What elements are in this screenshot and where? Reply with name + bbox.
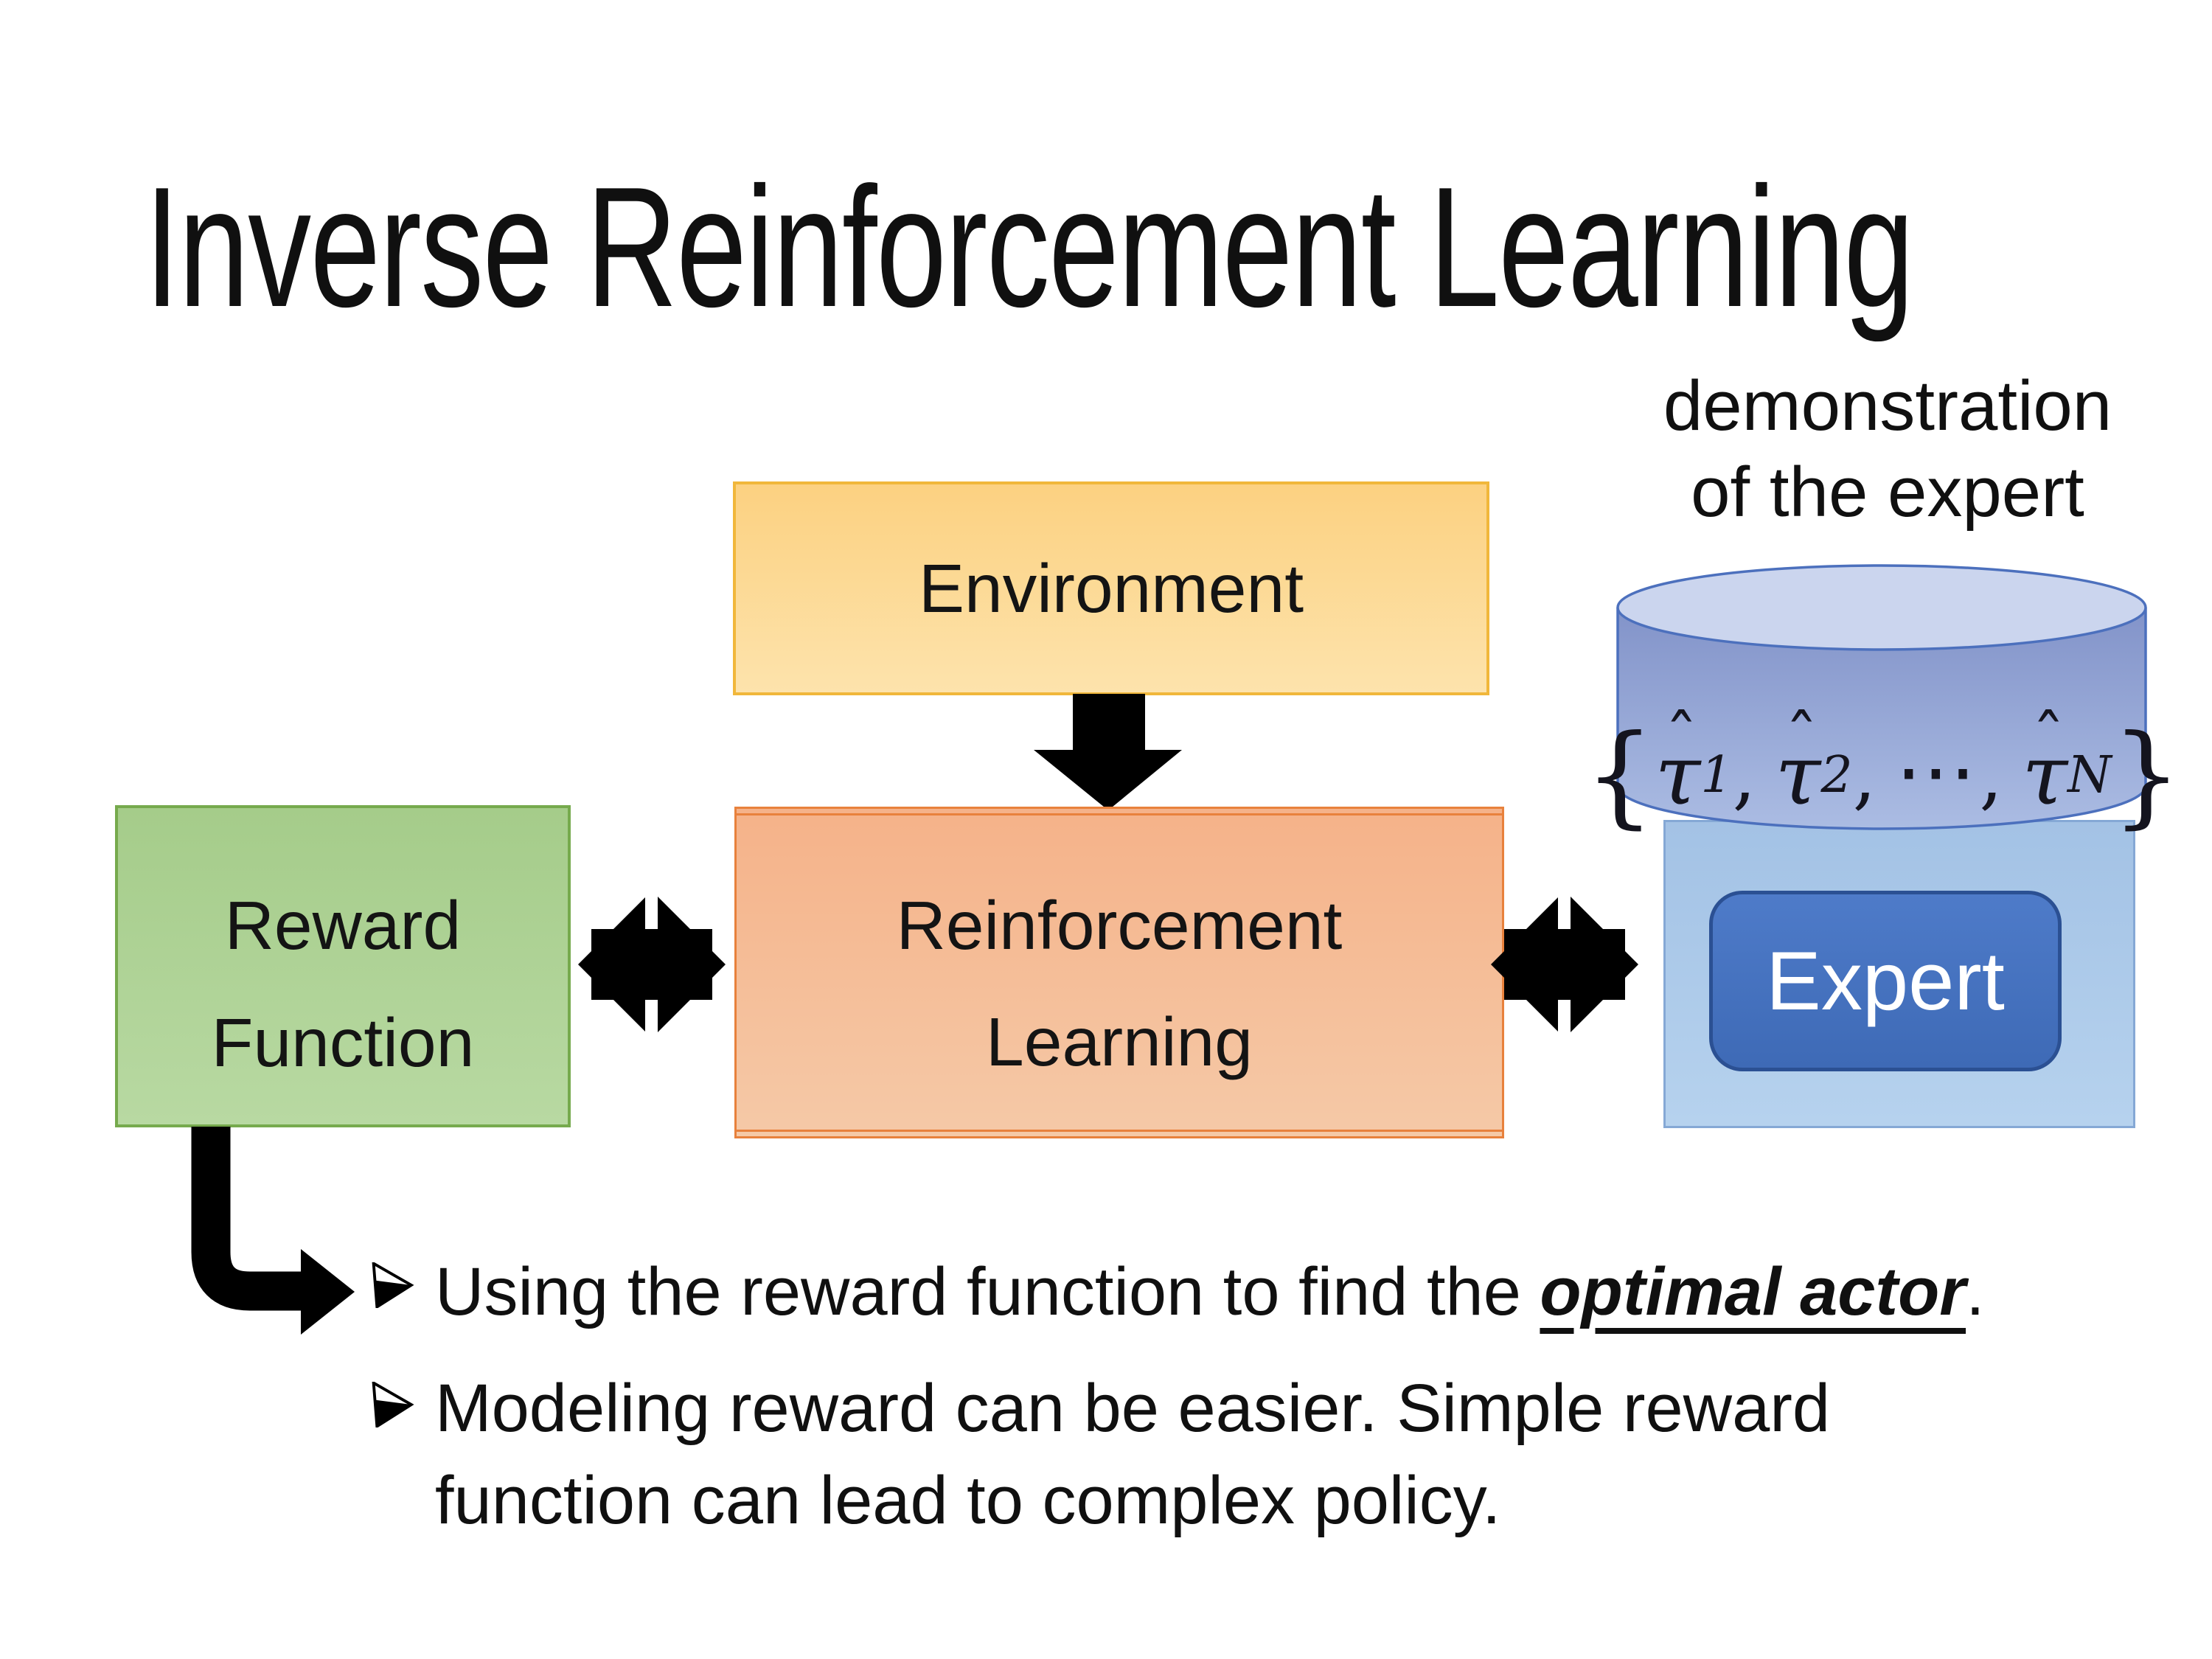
down-arrow-icon	[1034, 694, 1182, 812]
reward-label-line2: Function	[211, 1004, 475, 1081]
demonstration-label-line2: of the expert	[1691, 453, 2084, 532]
reward-function-label: Reward Function	[212, 832, 475, 1100]
rl-label-line1: Reinforcement	[896, 886, 1343, 964]
bullet-item-2: Modeling reward can be easier. Simple re…	[370, 1363, 1830, 1547]
reinforcement-learning-box: Reinforcement Learning	[734, 807, 1504, 1138]
expert-box: Expert	[1709, 891, 2062, 1071]
bullet-2-line1: Modeling reward can be easier. Simple re…	[435, 1371, 1831, 1446]
comma: ,	[1852, 732, 1877, 818]
comma: ,	[1732, 732, 1756, 818]
demonstration-cylinder-icon	[1612, 563, 2152, 834]
arrowhead-bullet-icon	[370, 1382, 416, 1427]
subscript-1: 1	[1700, 746, 1733, 804]
bullet-2-line2: function can lead to complex policy.	[435, 1463, 1501, 1539]
bidirectional-arrows-icon-left	[578, 891, 726, 1038]
subscript-N: N	[2067, 746, 2112, 804]
cdots: ⋯	[1895, 724, 1977, 818]
reinforcement-learning-label: Reinforcement Learning	[897, 845, 1343, 1100]
demonstration-label-line1: demonstration	[1663, 366, 2112, 445]
bullet-1-text-pre: Using the reward function to find the	[435, 1254, 1540, 1329]
elbow-arrow-icon	[190, 1127, 360, 1340]
environment-box: Environment	[733, 481, 1489, 695]
comma: ,	[1979, 732, 2003, 818]
bullet-1-text-post: .	[1966, 1254, 1985, 1329]
bullet-1-text: Using the reward function to find the op…	[435, 1246, 1985, 1338]
demonstration-label: demonstration of the expert	[1593, 363, 2183, 535]
expert-label: Expert	[1766, 934, 2005, 1027]
reward-function-box: Reward Function	[115, 805, 571, 1127]
bullet-item-1: Using the reward function to find the op…	[370, 1246, 1985, 1338]
reward-label-line1: Reward	[224, 887, 462, 964]
environment-label: Environment	[918, 549, 1304, 627]
arrowhead-bullet-icon	[370, 1262, 416, 1308]
bullet-2-text: Modeling reward can be easier. Simple re…	[435, 1363, 1830, 1547]
page-title: Inverse Reinforcement Learning	[145, 152, 1914, 343]
bullet-1-text-emphasis: optimal actor	[1540, 1254, 1966, 1329]
open-brace: {	[1584, 712, 1655, 840]
close-brace: }	[2111, 712, 2183, 840]
subscript-2: 2	[1820, 746, 1853, 804]
rl-label-line2: Learning	[986, 1004, 1253, 1080]
bidirectional-arrows-icon-right	[1491, 891, 1638, 1038]
